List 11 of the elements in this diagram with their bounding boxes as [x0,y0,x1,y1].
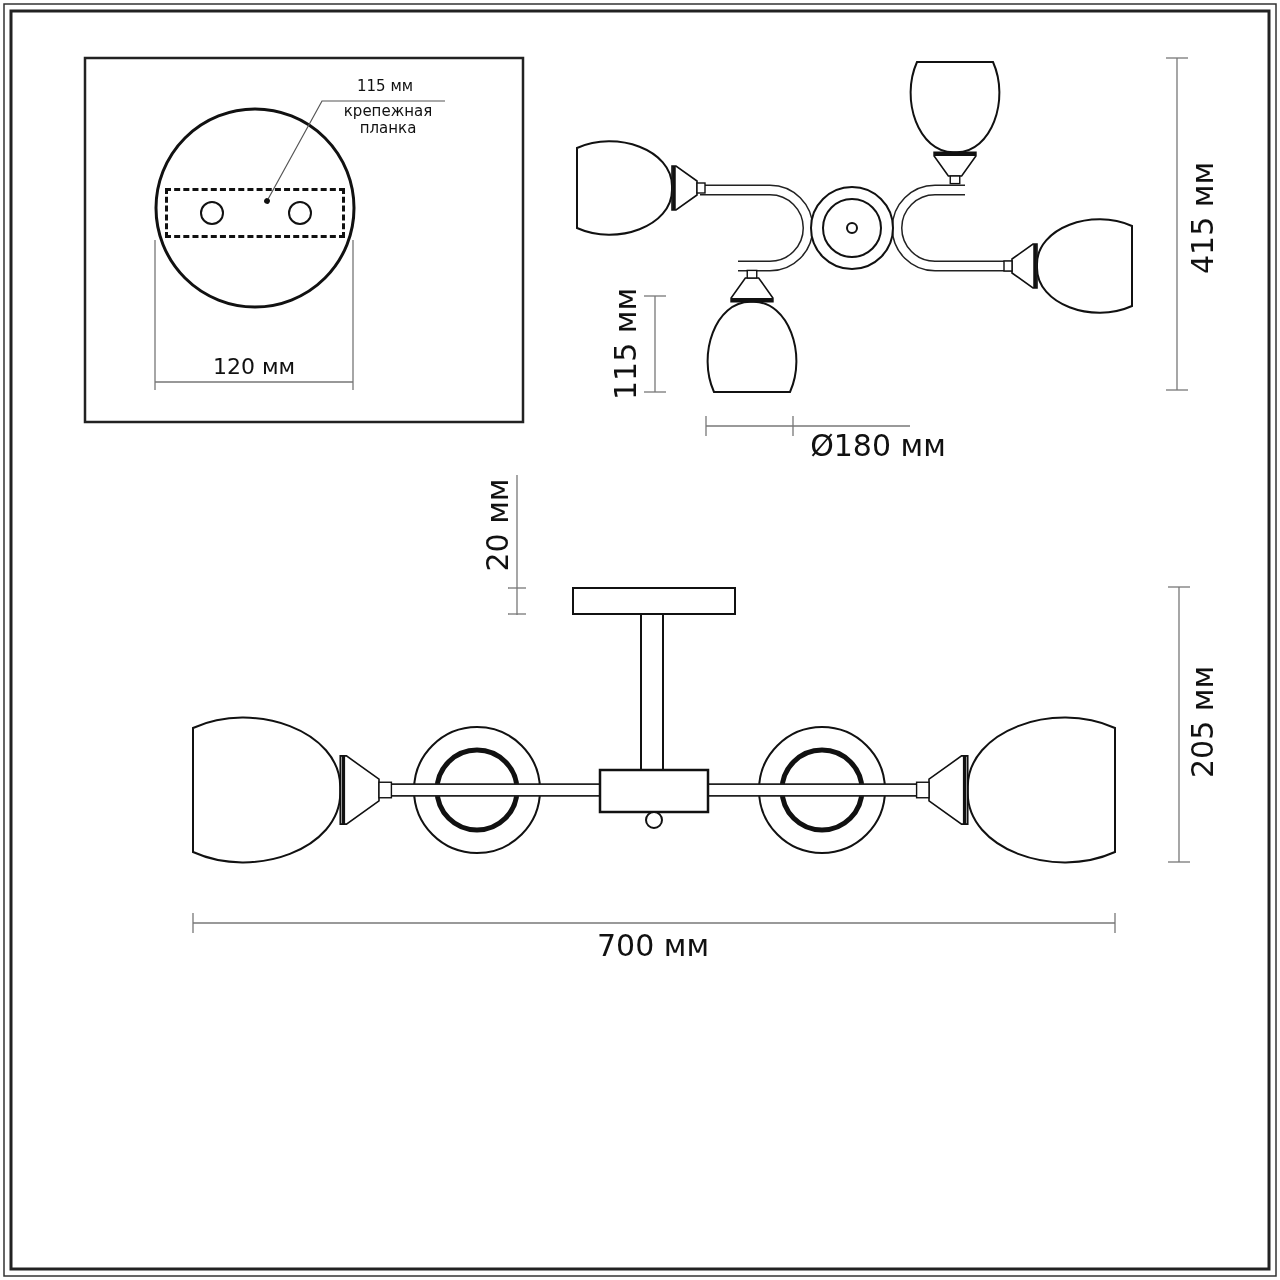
dimension-label: 115 мм [357,78,413,94]
dimension-label: 20 мм [483,478,513,572]
dimension-label: Ø180 мм [810,431,946,461]
dimension-label: 700 мм [596,931,710,961]
leader-line [264,100,446,204]
dimension-label: 115 мм [611,287,641,401]
mounting-bar [165,188,345,238]
dimension-label: 415 мм [1188,161,1218,275]
dimension-label: 205 мм [1188,665,1218,779]
dimension-label: 120 мм [212,356,296,378]
callout-text: крепежная планка [331,103,445,139]
